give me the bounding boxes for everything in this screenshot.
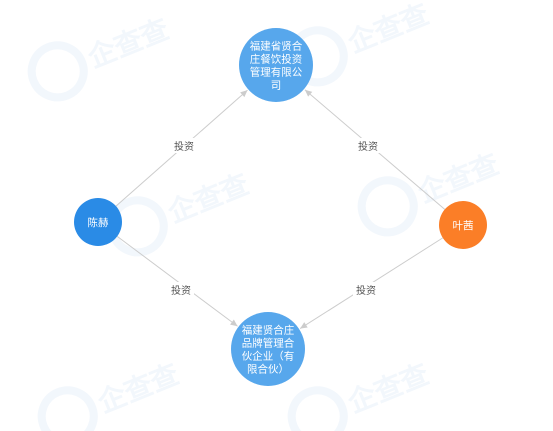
node-circle[interactable]	[439, 201, 487, 249]
person-node[interactable]: 叶茜	[439, 201, 487, 249]
edge-label-background	[353, 282, 379, 297]
watermark-tile: 企查查	[107, 167, 254, 257]
node-label-line: 福建省贤合	[250, 40, 303, 53]
edge-label: 投资	[356, 284, 376, 297]
node-label-line: 限合伙）	[247, 363, 289, 376]
node-circle[interactable]	[231, 312, 305, 386]
node-label-line: 福建贤合庄	[242, 324, 295, 337]
edge-layer	[115, 89, 446, 330]
edge-label-layer: 投资投资投资投资	[168, 138, 381, 297]
edge-label-background	[171, 138, 197, 153]
edge-label: 投资	[171, 284, 191, 297]
edge-label: 投资	[358, 140, 378, 153]
node-label-line: 伙企业（有	[242, 350, 295, 363]
arrow-head	[230, 319, 238, 327]
node-circle[interactable]	[239, 28, 313, 102]
watermark-text: 企查查	[83, 12, 173, 74]
edge-label-background	[355, 138, 381, 153]
watermark-tile: 企查查	[287, 357, 434, 431]
node-label-line: 庄餐饮投资	[250, 53, 303, 66]
node-circle[interactable]	[74, 198, 122, 246]
watermark-text: 企查查	[343, 0, 433, 59]
watermark-text: 企查查	[413, 147, 503, 209]
watermark-text: 企查查	[163, 167, 253, 229]
node-label-line: 管理有限公	[250, 66, 303, 79]
watermark-text: 企查查	[93, 357, 183, 419]
arrow-head	[240, 90, 248, 98]
watermark-tile: 企查查	[27, 12, 174, 102]
node-label-line: 品牌管理合	[242, 337, 295, 350]
watermark-tile: 企查查	[37, 357, 184, 431]
edge-line	[116, 235, 238, 327]
person-node[interactable]: 陈赫	[74, 198, 122, 246]
node-label-line: 叶茜	[453, 220, 474, 232]
arrow-head	[304, 89, 313, 97]
edge-label-background	[168, 282, 194, 297]
arrow-head	[300, 322, 308, 329]
node-label-line: 陈赫	[88, 216, 109, 229]
edge-label: 投资	[174, 140, 194, 153]
node-label-line: 司	[271, 80, 282, 92]
watermark-text: 企查查	[343, 357, 433, 419]
